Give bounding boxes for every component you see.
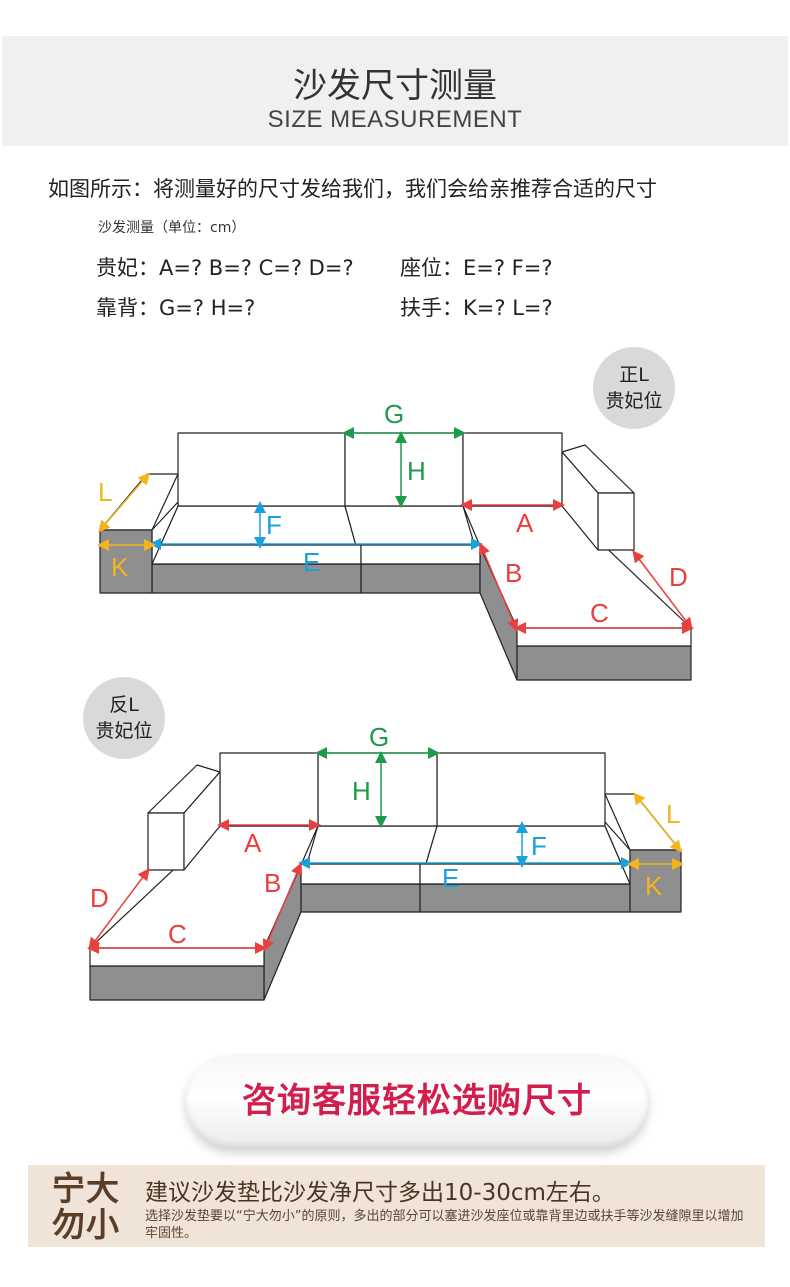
- back-right: [462, 432, 563, 507]
- spec-chaise: 贵妃：A=? B=? C=? D=?: [96, 256, 354, 280]
- seat-front-middle: [300, 883, 421, 913]
- label-a: A: [516, 508, 534, 538]
- back-middle: [317, 752, 438, 827]
- seat-band-middle: [300, 863, 421, 885]
- page-title: 沙发尺寸测量: [293, 66, 497, 106]
- back-right: [436, 752, 606, 827]
- label-c: C: [590, 598, 609, 628]
- label-k: K: [111, 552, 129, 582]
- chaise-band: [89, 947, 265, 967]
- tip-logo-line1: 宁大: [52, 1169, 120, 1208]
- left-l-sofa-diagram: G H F E A B C D K L: [87, 722, 684, 1001]
- spec-back: 靠背：G=? H=?: [96, 296, 256, 320]
- measure-l: [98, 472, 150, 533]
- label-k: K: [645, 871, 663, 901]
- label-g: G: [384, 399, 404, 429]
- seat-band-middle: [360, 544, 481, 565]
- label-d: D: [90, 883, 109, 913]
- tip-logo-line2: 勿小: [52, 1205, 120, 1244]
- left-arm-front: [147, 812, 185, 871]
- badge-left-line1: 反L: [109, 694, 139, 716]
- right-l-sofa-diagram: G H F E A B C D K L: [97, 399, 694, 681]
- label-e: E: [303, 547, 320, 577]
- tip-box: 宁大 勿小 建议沙发垫比沙发净尺寸多出10-30cm左右。 选择沙发垫要以“宁大…: [28, 1165, 765, 1247]
- right-arm-side: [561, 451, 599, 551]
- label-f: F: [531, 831, 547, 861]
- label-b: B: [264, 868, 281, 898]
- label-h: H: [407, 456, 426, 486]
- chaise-front: [89, 965, 265, 1001]
- measure-b: [478, 542, 519, 632]
- label-c: C: [168, 919, 187, 949]
- measure-d: [88, 868, 150, 950]
- badge-right-line1: 正L: [619, 364, 649, 386]
- back-left: [219, 752, 319, 827]
- consult-button[interactable]: 咨询客服轻松选购尺寸: [186, 1055, 648, 1147]
- consult-button-label: 咨询客服轻松选购尺寸: [242, 1081, 592, 1121]
- seat-band-left: [151, 544, 362, 565]
- label-h: H: [352, 776, 371, 806]
- back-middle: [344, 432, 464, 507]
- seat-front-left: [151, 563, 362, 594]
- label-g: G: [369, 722, 389, 752]
- chaise-front: [516, 645, 692, 681]
- right-arm-front: [597, 492, 635, 551]
- label-e: E: [442, 863, 459, 893]
- label-l: L: [666, 799, 680, 829]
- measure-l: [633, 792, 682, 853]
- page-subtitle: SIZE MEASUREMENT: [267, 106, 523, 133]
- tip-main-text: 建议沙发垫比沙发净尺寸多出10-30cm左右。: [145, 1180, 615, 1206]
- header-banner: 沙发尺寸测量 SIZE MEASUREMENT: [2, 36, 788, 146]
- badge-right-line2: 贵妃位: [605, 390, 663, 412]
- tip-sub-text: 选择沙发垫要以“宁大勿小”的原则，多出的部分可以塞进沙发座位或靠背里边或扶手等沙…: [145, 1209, 744, 1241]
- unit-note: 沙发测量（单位：cm）: [98, 220, 246, 236]
- measure-d: [632, 550, 693, 630]
- spec-seat: 座位：E=? F=?: [400, 256, 553, 280]
- label-d: D: [669, 562, 688, 592]
- back-left: [177, 432, 346, 507]
- seat-front-right: [419, 883, 631, 913]
- label-l: L: [98, 477, 112, 507]
- measure-b: [262, 862, 303, 952]
- badge-right-l: 正L 贵妃位: [593, 347, 675, 429]
- label-f: F: [266, 510, 282, 540]
- badge-left-line2: 贵妃位: [95, 720, 153, 742]
- tip-logo: 宁大 勿小: [52, 1171, 142, 1243]
- chaise-band: [516, 627, 692, 647]
- badge-left-l: 反L 贵妃位: [83, 677, 165, 759]
- label-a: A: [244, 828, 262, 858]
- seat-front-middle: [360, 563, 481, 594]
- label-b: B: [505, 558, 522, 588]
- spec-arm: 扶手：K=? L=?: [400, 296, 553, 320]
- intro-text: 如图所示：将测量好的尺寸发给我们，我们会给亲推荐合适的尺寸: [48, 177, 657, 201]
- left-arm-side: [183, 771, 221, 871]
